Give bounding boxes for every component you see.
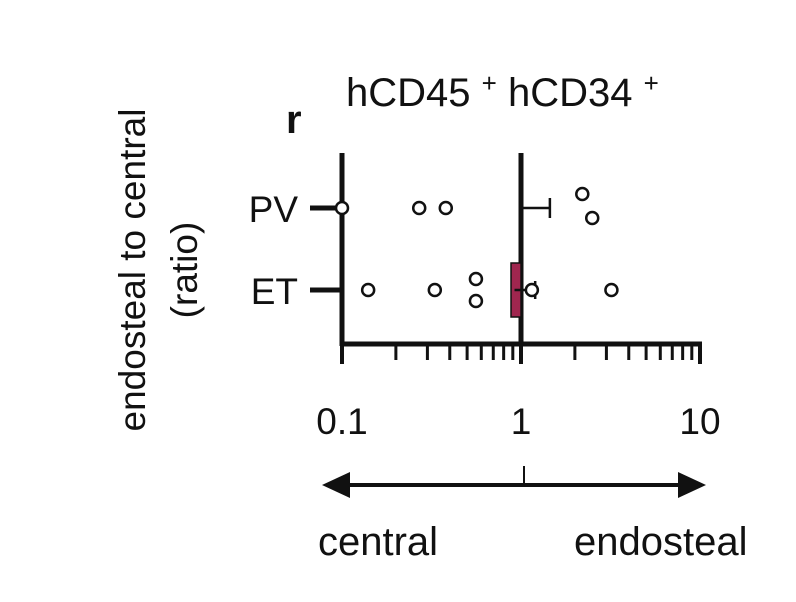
- y-axis-label-line1: endosteal to central: [112, 109, 153, 432]
- data-point-et: [427, 282, 443, 298]
- direction-arrow-left-head: [322, 472, 350, 498]
- title-sup-2: +: [644, 68, 659, 98]
- data-point-pv: [584, 210, 600, 226]
- x-tick-label-1: 1: [511, 401, 532, 442]
- y-tick-label-pv: PV: [249, 189, 299, 230]
- title-part-1: hCD45: [346, 71, 471, 115]
- x-ticks: [340, 344, 702, 364]
- x-tick-label-0.1: 0.1: [316, 401, 367, 442]
- direction-label-central: central: [318, 520, 438, 564]
- title-sup-1: +: [482, 68, 497, 98]
- data-points: [334, 186, 619, 309]
- data-point-pv: [334, 200, 350, 216]
- y-tick-label-et: ET: [251, 271, 298, 312]
- data-point-et: [524, 282, 540, 298]
- data-point-pv: [438, 200, 454, 216]
- summary-marks: [510, 198, 552, 318]
- data-point-pv: [411, 200, 427, 216]
- data-point-et: [468, 271, 484, 287]
- direction-label-endosteal: endosteal: [574, 520, 747, 564]
- direction-arrow-right-head: [678, 472, 706, 498]
- chart-title: hCD45 + hCD34 +: [346, 57, 659, 115]
- data-point-et: [604, 282, 619, 298]
- x-tick-label-10: 10: [679, 401, 720, 442]
- y-axis-label: endosteal to central (ratio): [112, 109, 205, 432]
- data-point-et: [360, 282, 376, 298]
- direction-arrow: [322, 466, 706, 498]
- title-part-2: hCD34: [508, 71, 633, 115]
- data-point-et: [468, 293, 484, 309]
- y-axis-label-line2: (ratio): [164, 222, 205, 319]
- panel-label: r: [286, 98, 302, 142]
- data-point-pv: [575, 186, 590, 202]
